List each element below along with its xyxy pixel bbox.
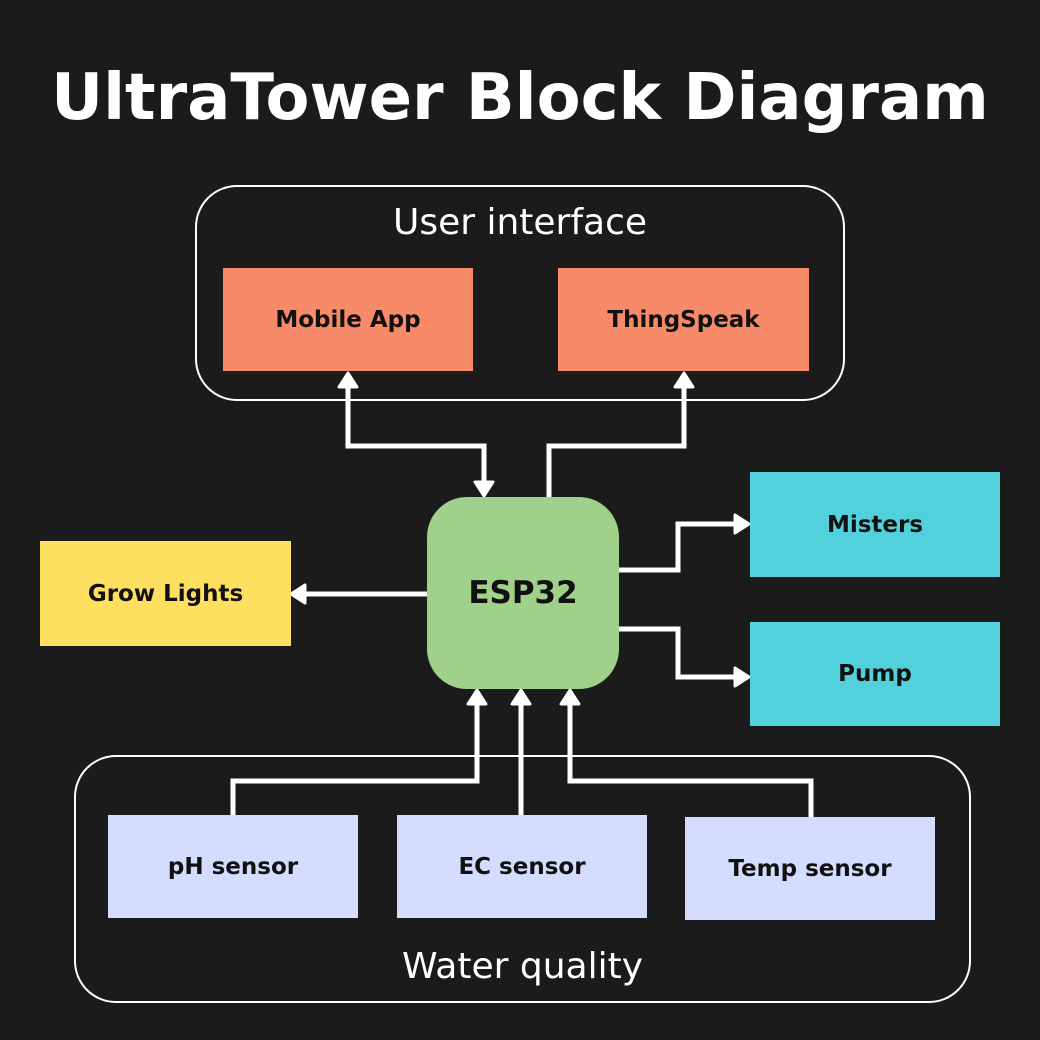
link-pump bbox=[619, 626, 736, 680]
user-interface-label: User interface bbox=[392, 202, 648, 243]
grow-lights-node: Grow Lights bbox=[40, 541, 291, 646]
arrowhead-misters bbox=[733, 513, 751, 535]
mobile-app-node: Mobile App bbox=[223, 268, 473, 371]
arrowhead-esp-from-ec bbox=[510, 688, 532, 706]
water-quality-group: Water quality bbox=[74, 755, 971, 1003]
user-interface-group: User interface bbox=[195, 185, 845, 401]
mobile-app-label: Mobile App bbox=[275, 306, 421, 333]
temp-sensor-node: Temp sensor bbox=[685, 817, 935, 920]
link-misters bbox=[619, 521, 736, 573]
arrowhead-mobile-app bbox=[337, 371, 359, 389]
thingspeak-label: ThingSpeak bbox=[607, 306, 760, 333]
arrowhead-thingspeak bbox=[673, 371, 695, 389]
ph-sensor-label: pH sensor bbox=[167, 853, 299, 880]
grow-lights-label: Grow Lights bbox=[87, 580, 244, 607]
temp-sensor-label: Temp sensor bbox=[728, 855, 892, 882]
misters-node: Misters bbox=[750, 472, 1000, 577]
misters-label: Misters bbox=[826, 511, 924, 538]
link-ph-sensor bbox=[230, 704, 480, 815]
pump-label: Pump bbox=[838, 661, 912, 687]
esp32-node: ESP32 bbox=[427, 497, 619, 689]
esp32-label: ESP32 bbox=[468, 575, 578, 611]
ec-sensor-label: EC sensor bbox=[458, 853, 586, 880]
diagram-title: UltraTower Block Diagram bbox=[51, 61, 989, 135]
ph-sensor-node: pH sensor bbox=[108, 815, 358, 918]
arrowhead-esp-from-temp bbox=[559, 688, 581, 706]
link-temp-sensor bbox=[567, 704, 814, 817]
arrowhead-pump bbox=[733, 666, 751, 688]
water-quality-label: Water quality bbox=[401, 946, 643, 987]
arrowhead-esp-from-ph bbox=[466, 688, 488, 706]
arrowhead-esp-from-mobile bbox=[473, 480, 495, 498]
ec-sensor-node: EC sensor bbox=[397, 815, 647, 918]
thingspeak-node: ThingSpeak bbox=[558, 268, 809, 371]
link-thingspeak bbox=[546, 386, 687, 497]
pump-node: Pump bbox=[750, 622, 1000, 726]
arrowhead-grow-lights bbox=[289, 583, 307, 605]
link-mobile-app bbox=[345, 386, 487, 482]
